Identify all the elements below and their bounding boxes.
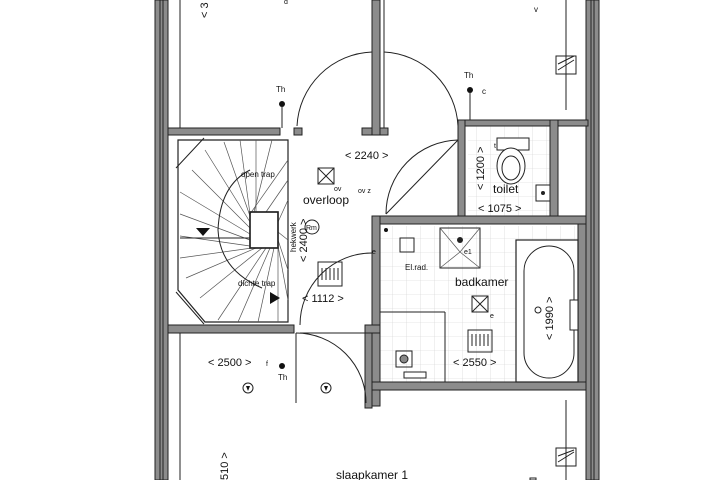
dimension-1200: < 1200 >	[475, 147, 487, 190]
symbol-f: f	[266, 361, 268, 368]
room-label-overloop: overloop	[303, 193, 349, 207]
walls	[154, 0, 600, 480]
symbol-ov-z: ov z	[358, 188, 371, 195]
dimension-2500: < 2500 >	[208, 357, 251, 369]
electrical-symbols	[242, 87, 473, 394]
dimension-2240: < 2240 >	[345, 150, 388, 162]
dimension-510: 510 >	[219, 452, 231, 480]
light-fixtures	[317, 55, 577, 480]
dimension-2550: < 2550 >	[453, 357, 496, 369]
symbol-th-bottom: Th	[278, 373, 287, 382]
dimension-1112: < 1112 >	[302, 293, 344, 305]
bathtub	[515, 239, 579, 383]
dimension-1990: < 1990 >	[544, 297, 556, 340]
symbol-e1: e1	[464, 249, 472, 256]
stair-label-open-trap: open trap	[241, 170, 275, 179]
symbol-c: c	[482, 87, 486, 96]
toilet-fixture	[496, 137, 551, 202]
staircase	[175, 137, 289, 325]
wall-lines	[159, 0, 595, 480]
symbol-t: t	[494, 143, 496, 150]
dimension-3: < 3	[199, 2, 211, 18]
label-el-rad: El.rad.	[405, 263, 428, 272]
dimension-2400: < 2400 >	[298, 219, 310, 262]
symbol-d: d	[284, 0, 288, 6]
room-label-slaapkamer-1: slaapkamer 1	[336, 468, 408, 480]
symbol-e-bath: e	[490, 313, 494, 320]
symbol-ov: ov	[334, 186, 342, 193]
symbol-th-left: Th	[276, 85, 285, 94]
label-rm: Rm	[306, 225, 317, 232]
doors	[295, 51, 459, 404]
room-label-toilet: toilet	[493, 182, 519, 196]
symbol-v: v	[534, 5, 538, 14]
dimension-1075: < 1075 >	[478, 203, 521, 215]
symbol-e-left: e	[372, 249, 376, 256]
room-label-badkamer: badkamer	[455, 275, 508, 289]
symbol-th-right: Th	[464, 71, 473, 80]
shower-area	[395, 227, 481, 379]
label-hekwerk: hekwerk	[289, 221, 298, 252]
stair-label-dichte-trap: dichte trap	[238, 279, 276, 288]
